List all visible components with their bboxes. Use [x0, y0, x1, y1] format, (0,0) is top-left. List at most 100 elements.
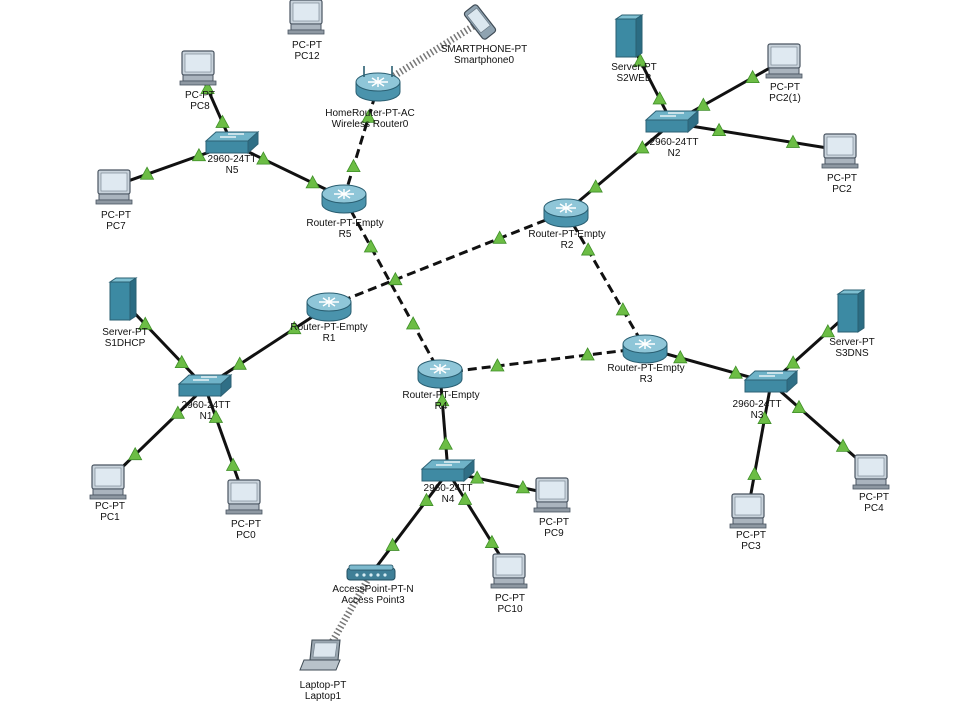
device-model-label: PC-PT: [859, 492, 889, 503]
crossover-link: [342, 85, 380, 199]
link-up-triangle-icon: [580, 347, 595, 361]
link-status-markers: [127, 53, 851, 551]
device-model-label: PC-PT: [231, 519, 261, 530]
router-icon[interactable]: [622, 334, 668, 364]
device-model-label: Router-PT-Empty: [528, 229, 605, 240]
smartphone-icon[interactable]: [463, 4, 497, 41]
link-up-triangle-icon: [191, 147, 207, 162]
pc-icon[interactable]: [765, 43, 803, 79]
link-up-triangle-icon: [388, 271, 403, 286]
switch-icon[interactable]: [743, 369, 799, 394]
device-name-label: R2: [561, 240, 574, 251]
device-model-label: Router-PT-Empty: [306, 218, 383, 229]
device-name-label: Wireless Router0: [332, 119, 409, 130]
device-name-label: PC1: [100, 512, 120, 523]
switch-icon[interactable]: [644, 109, 700, 134]
straight-link: [565, 121, 673, 214]
switch-icon[interactable]: [177, 373, 233, 398]
straight-link: [369, 471, 450, 575]
crossover-link: [342, 197, 442, 374]
link-up-triangle-icon: [835, 438, 851, 452]
server-icon[interactable]: [836, 289, 866, 333]
link-up-triangle-icon: [305, 175, 320, 189]
device-model-label: Laptop-PT: [300, 680, 347, 691]
device-name-label: S2WEB: [616, 73, 651, 84]
link-up-triangle-icon: [232, 356, 247, 370]
device-model-label: PC-PT: [495, 593, 525, 604]
device-model-label: HomeRouter-PT-AC: [325, 108, 414, 119]
link-up-triangle-icon: [170, 405, 186, 419]
device-name-label: PC8: [190, 101, 210, 112]
link-up-triangle-icon: [757, 410, 772, 424]
link-up-triangle-icon: [635, 140, 650, 154]
link-up-triangle-icon: [419, 492, 434, 506]
devices-layer: [89, 0, 890, 671]
straight-link: [204, 304, 330, 389]
device-model-label: Server-PT: [102, 327, 148, 338]
access-point-icon[interactable]: [346, 564, 396, 581]
device-name-label: R5: [339, 229, 352, 240]
link-up-triangle-icon: [174, 354, 189, 369]
device-name-label: PC12: [294, 51, 319, 62]
link-up-triangle-icon: [673, 349, 688, 364]
link-up-triangle-icon: [615, 302, 631, 316]
router-icon[interactable]: [417, 359, 463, 389]
device-model-label: 2960-24TT: [182, 400, 231, 411]
device-name-label: R4: [435, 401, 448, 412]
device-model-label: PC-PT: [292, 40, 322, 51]
link-up-triangle-icon: [346, 158, 361, 173]
link-up-triangle-icon: [515, 480, 531, 494]
link-up-triangle-icon: [820, 324, 836, 338]
pc-icon[interactable]: [490, 553, 528, 589]
link-up-triangle-icon: [711, 122, 727, 136]
device-model-label: SMARTPHONE-PT: [441, 44, 528, 55]
link-up-triangle-icon: [490, 358, 505, 372]
device-name-label: Smartphone0: [454, 55, 514, 66]
pc-icon[interactable]: [533, 477, 571, 513]
pc-icon[interactable]: [821, 133, 859, 169]
server-icon[interactable]: [108, 277, 138, 321]
link-up-triangle-icon: [215, 114, 230, 128]
device-name-label: S3DNS: [835, 348, 869, 359]
pc-icon[interactable]: [225, 479, 263, 515]
device-name-label: N4: [442, 494, 455, 505]
device-model-label: AccessPoint-PT-N: [332, 584, 413, 595]
pc-icon[interactable]: [729, 493, 767, 529]
server-icon[interactable]: [614, 14, 644, 58]
pc-icon[interactable]: [89, 464, 127, 500]
pc-icon[interactable]: [852, 454, 890, 490]
link-up-triangle-icon: [469, 470, 485, 484]
device-model-label: 2960-24TT: [650, 137, 699, 148]
switch-icon[interactable]: [204, 130, 260, 155]
link-up-triangle-icon: [287, 320, 302, 335]
laptop-icon[interactable]: [299, 639, 341, 671]
device-model-label: 2960-24TT: [424, 483, 473, 494]
router-icon[interactable]: [543, 198, 589, 228]
device-model-label: PC-PT: [770, 82, 800, 93]
router-icon[interactable]: [321, 184, 367, 214]
straight-link: [203, 386, 246, 497]
crossover-link: [564, 211, 647, 349]
device-name-label: PC0: [236, 530, 256, 541]
labels-layer: PC-PTPC12SMARTPHONE-PTSmartphone0HomeRou…: [95, 40, 889, 702]
link-up-triangle-icon: [405, 316, 421, 330]
link-up-triangle-icon: [256, 151, 271, 165]
wireless-router-icon[interactable]: [355, 66, 401, 102]
pc-icon[interactable]: [179, 50, 217, 86]
link-up-triangle-icon: [484, 534, 500, 548]
switch-icon[interactable]: [420, 458, 476, 483]
link-up-triangle-icon: [728, 365, 743, 379]
straight-link: [438, 372, 450, 473]
device-name-label: N1: [200, 411, 213, 422]
link-up-triangle-icon: [200, 80, 215, 94]
device-model-label: Server-PT: [829, 337, 875, 348]
link-up-triangle-icon: [361, 109, 376, 123]
link-up-triangle-icon: [785, 355, 801, 369]
pc-icon[interactable]: [95, 169, 133, 205]
router-icon[interactable]: [306, 292, 352, 322]
pc-icon[interactable]: [287, 0, 325, 35]
device-model-label: Router-PT-Empty: [402, 390, 479, 401]
device-name-label: PC7: [106, 221, 126, 232]
straight-link: [746, 382, 773, 511]
crossover-link: [439, 346, 646, 375]
